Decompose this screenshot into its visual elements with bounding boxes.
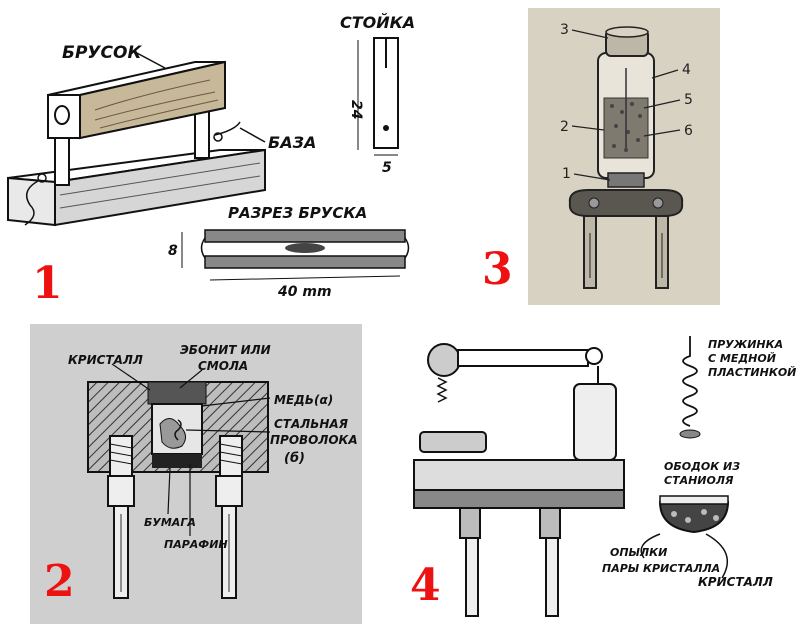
panel-number-3: 3 [480, 242, 524, 296]
label-obodok-1: ОБОДОК ИЗ [664, 460, 740, 473]
label-med: МЕДЬ(α) [274, 393, 333, 407]
label-razrez-bruska: РАЗРЕЗ БРУСКА [228, 204, 367, 222]
label-baza: БАЗА [268, 133, 316, 152]
callout-4: 4 [682, 62, 691, 78]
panel-2-drawing: КРИСТАЛЛ ЭБОНИТ ИЛИ СМОЛА МЕДЬ(α) СТАЛЬН… [30, 324, 362, 624]
panel-3-drawing: 3 4 5 2 6 1 [528, 8, 720, 305]
label-kristall-4: КРИСТАЛЛ [698, 575, 773, 589]
label-stoyka: СТОЙКА [340, 13, 415, 32]
label-pruzhinka-1: ПРУЖИНКА [708, 338, 783, 351]
callout-5: 5 [684, 92, 693, 108]
label-bumaga: БУМАГА [144, 516, 196, 529]
label-brusok: БРУСОК [62, 43, 142, 63]
dim-40-mm: 40 mm [277, 284, 332, 300]
label-ebonit: ЭБОНИТ ИЛИ [180, 343, 271, 357]
panel-2-crystal-holder-section: КРИСТАЛЛ ЭБОНИТ ИЛИ СМОЛА МЕДЬ(α) СТАЛЬН… [30, 324, 362, 624]
label-parafin: ПАРАФИН [164, 538, 228, 551]
callout-3: 3 [560, 22, 569, 38]
label-pruzhinka-2: С МЕДНОЙ [708, 352, 776, 365]
label-pruzhinka-3: ПЛАСТИНКОЙ [708, 366, 796, 379]
callout-2: 2 [560, 119, 569, 135]
label-provoloka: ПРОВОЛОКА [270, 433, 358, 447]
panel-4-spring-detector: ПРУЖИНКА С МЕДНОЙ ПЛАСТИНКОЙ ОБОДОК ИЗ С… [402, 322, 809, 630]
dim-24: 24 [348, 100, 364, 119]
label-smola: СМОЛА [198, 359, 248, 373]
callout-1: 1 [562, 166, 571, 182]
svg-text:3: 3 [482, 244, 513, 292]
label-oplyki-2: ПАРЫ КРИСТАЛЛА [602, 562, 720, 575]
panel-4-drawing: ПРУЖИНКА С МЕДНОЙ ПЛАСТИНКОЙ ОБОДОК ИЗ С… [410, 336, 796, 617]
dim-8: 8 [168, 243, 178, 259]
panel-number-4: 4 [410, 560, 441, 611]
panel-number-1: 1 [32, 258, 63, 309]
panel-3-cartridge-detector: 3 4 5 2 6 1 [528, 8, 720, 305]
label-obodok-2: СТАНИОЛЯ [664, 474, 734, 487]
panel-2-background [30, 324, 362, 624]
callout-6: 6 [684, 123, 693, 139]
panel-1-crystal-stand: БРУСОК БАЗА СТОЙКА 24 5 РАЗРЕЗ БРУСКА 8 … [0, 0, 420, 315]
label-kristall: КРИСТАЛЛ [68, 353, 143, 367]
label-stalnaya: СТАЛЬНАЯ [274, 417, 348, 431]
label-oplyki-1: ОПЫЛКИ [610, 546, 667, 559]
dim-5: 5 [382, 160, 392, 176]
label-b: (б) [284, 451, 305, 466]
panel-1-drawing: БРУСОК БАЗА СТОЙКА 24 5 РАЗРЕЗ БРУСКА 8 … [7, 13, 415, 309]
panel-number-2: 2 [44, 556, 75, 607]
